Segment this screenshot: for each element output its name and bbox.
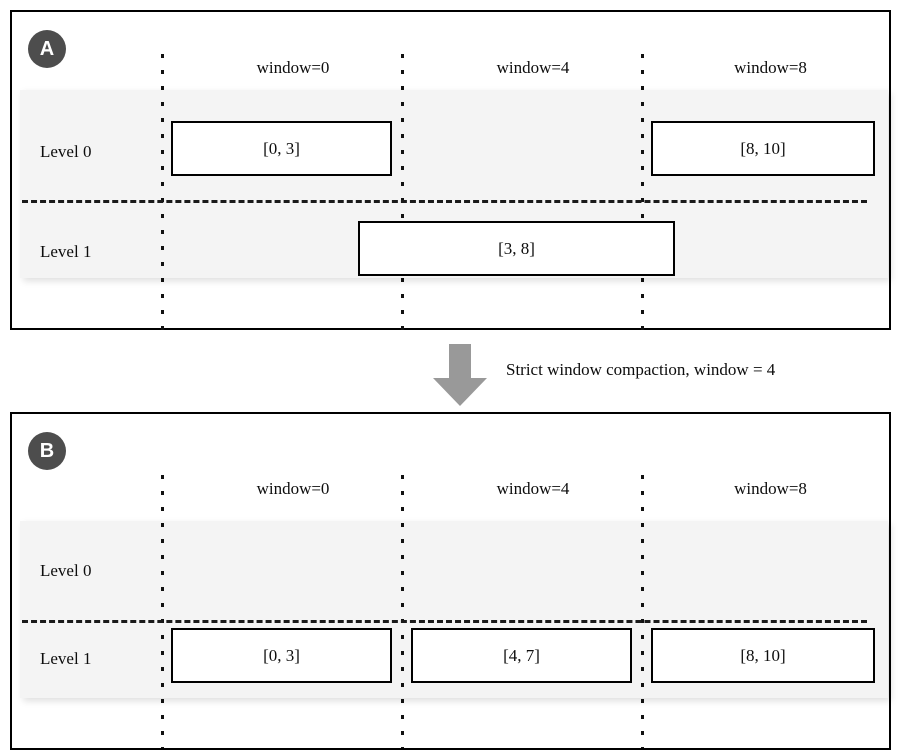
- level-label-b-1: Level 1: [40, 649, 92, 668]
- interval-box[interactable]: [3, 8]: [358, 221, 675, 276]
- level-label-a-1: Level 1: [40, 242, 92, 261]
- panel-badge-a: A: [28, 30, 66, 68]
- level-label-b-0: Level 0: [40, 561, 92, 580]
- window-rule-b-0: [161, 475, 164, 748]
- window-header-a-1: window=4: [496, 58, 570, 77]
- panel-badge-b: B: [28, 432, 66, 470]
- level-label-a-0: Level 0: [40, 142, 92, 161]
- panel-a: A window=0 window=4 window=8 Level 0 Lev…: [10, 10, 891, 330]
- interval-box[interactable]: [0, 3]: [171, 628, 392, 683]
- interval-box[interactable]: [8, 10]: [651, 628, 875, 683]
- level-divider-b: [22, 620, 867, 623]
- window-header-b-0: window=0: [256, 479, 330, 498]
- window-rule-a-0: [161, 54, 164, 330]
- interval-box[interactable]: [8, 10]: [651, 121, 875, 176]
- down-arrow-icon: [433, 344, 487, 406]
- window-rule-a-2: [641, 54, 644, 330]
- panel-b: B window=0 window=4 window=8 Level 0 Lev…: [10, 412, 891, 750]
- interval-box[interactable]: [0, 3]: [171, 121, 392, 176]
- window-rule-b-1: [401, 475, 404, 748]
- level-divider-a: [22, 200, 867, 203]
- window-header-a-0: window=0: [256, 58, 330, 77]
- window-header-b-1: window=4: [496, 479, 570, 498]
- transition-caption: Strict window compaction, window = 4: [506, 360, 776, 379]
- interval-box[interactable]: [4, 7]: [411, 628, 632, 683]
- window-rule-a-1: [401, 54, 404, 330]
- window-header-a-2: window=8: [734, 58, 807, 77]
- window-rule-b-2: [641, 475, 644, 748]
- window-header-b-2: window=8: [734, 479, 807, 498]
